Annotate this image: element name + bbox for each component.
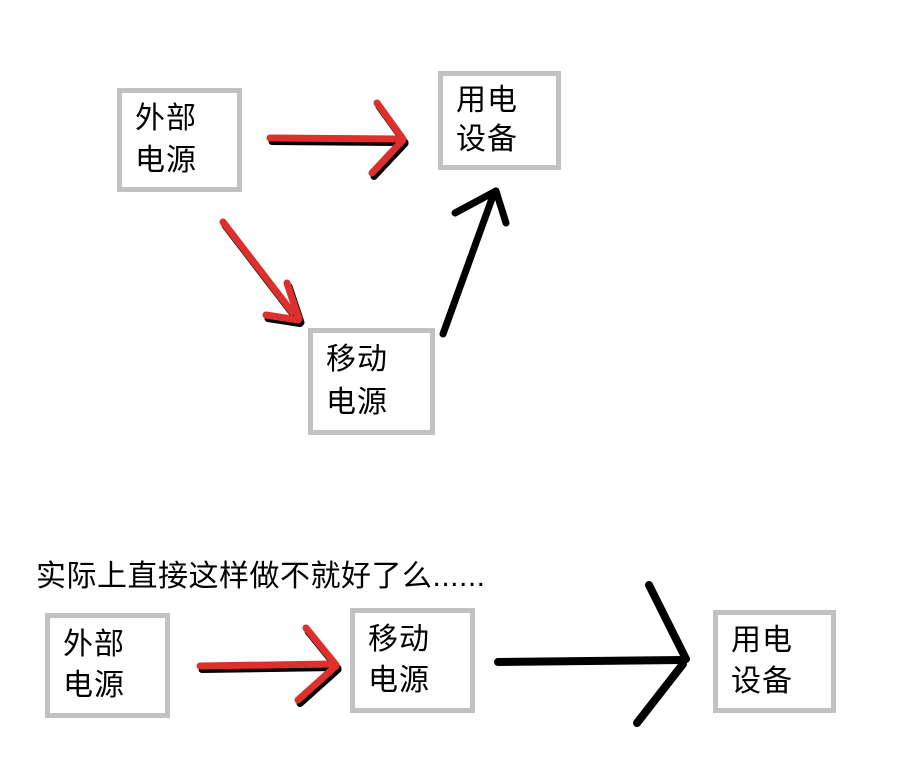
box-mobile-power-top: 移动 电源	[308, 328, 435, 435]
box-text-line: 电源	[63, 669, 125, 703]
box-text-line: 移动	[368, 622, 430, 656]
arrow-top-external-to-mobile	[219, 218, 305, 327]
box-external-power-top: 外部 电源	[117, 88, 242, 192]
box-text-line: 电源	[135, 143, 197, 177]
box-text-line: 移动	[326, 343, 388, 377]
box-text-line: 设备	[731, 665, 793, 698]
box-text-line: 用电	[731, 624, 793, 657]
box-text-line: 外部	[135, 102, 197, 136]
arrow-top-mobile-to-device	[439, 187, 510, 338]
box-text-line: 用电	[456, 83, 518, 117]
arrow-top-external-to-device	[266, 99, 409, 180]
box-text-line: 设备	[456, 123, 518, 157]
box-text-line: 电源	[368, 664, 430, 698]
arrow-bottom-external-to-mobile	[196, 624, 342, 707]
box-electric-device-bottom: 用电 设备	[713, 610, 836, 713]
box-electric-device-top: 用电 设备	[438, 71, 561, 170]
box-text-line: 电源	[326, 385, 388, 419]
box-external-power-bottom: 外部 电源	[45, 613, 170, 718]
box-mobile-power-bottom: 移动 电源	[350, 608, 475, 713]
box-text-line: 外部	[63, 627, 125, 661]
caption-text: 实际上直接这样做不就好了么......	[36, 560, 486, 593]
arrow-bottom-mobile-to-device	[494, 581, 690, 727]
